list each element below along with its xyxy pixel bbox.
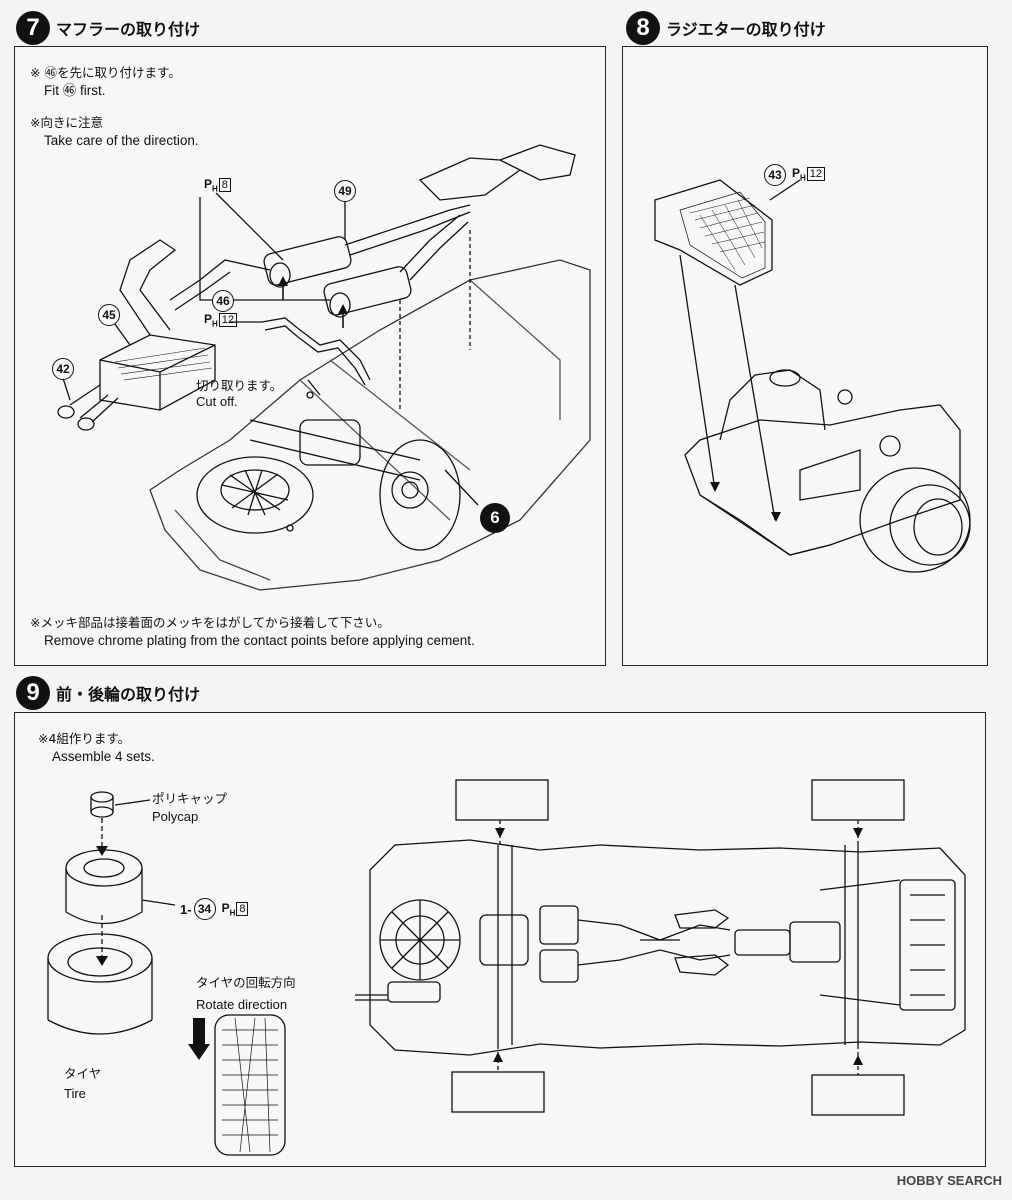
tire-en: Tire [64, 1086, 86, 1101]
step9-header: 9 前・後輪の取り付け [16, 676, 200, 710]
ph8-prefix: P [204, 177, 213, 191]
part-46-label: 46 [212, 290, 234, 312]
step9-panel [14, 712, 986, 1167]
step8-panel [622, 46, 988, 666]
step7-footer-en: Remove chrome plating from the contact p… [44, 633, 475, 648]
tread-tire [214, 1014, 286, 1156]
muffler-49b [323, 266, 412, 316]
step8-number: 8 [626, 11, 660, 45]
muffler-49a [263, 236, 352, 286]
step9-note-jp: ※4組作ります。 [38, 731, 131, 746]
step7-title: マフラーの取り付け [56, 20, 201, 39]
step7-note1-jp: ※ ㊻を先に取り付けます。 [30, 65, 181, 80]
step7-note1-en: Fit ㊻ first. [44, 83, 106, 98]
step7-footer-jp: ※メッキ部品は接着面のメッキをはがしてから接着して下さい。 [30, 615, 390, 630]
step9-note-en: Assemble 4 sets. [52, 749, 155, 764]
tire-label: タイヤ Tire [64, 1064, 101, 1104]
radiator-43 [654, 179, 773, 286]
step8-header: 8 ラジエターの取り付け [626, 11, 826, 45]
step7-number: 7 [16, 11, 50, 45]
cut-off-label: 切り取ります。 Cut off. [196, 378, 282, 410]
hobby-search-watermark: HOBBY SEARCH [896, 1173, 1002, 1188]
ph8-sub-step9: H [229, 908, 236, 918]
rotate-direction-label: タイヤの回転方向 Rotate direction [196, 972, 296, 1016]
cut-off-en: Cut off. [196, 394, 238, 409]
ph8-number-step9: 8 [236, 901, 249, 916]
step7-note2-en: Take care of the direction. [44, 133, 199, 148]
ph8-prefix-step9: P [221, 900, 230, 915]
step7-footer-note: ※メッキ部品は接着面のメッキをはがしてから接着して下さい。 Remove chr… [30, 614, 475, 650]
spare-tire [196, 456, 314, 534]
polycap-label: ポリキャップ Polycap [152, 790, 227, 826]
polycap-en: Polycap [152, 809, 199, 824]
front-left-wheel-box [811, 779, 905, 821]
part-prefix: 1- [180, 901, 192, 917]
tire-jp: タイヤ [64, 1066, 102, 1081]
part-43-label: 43 [764, 164, 786, 186]
ph12-number: 12 [218, 313, 238, 327]
step9-note: ※4組作ります。 Assemble 4 sets. [38, 730, 155, 766]
front-right-wheel-box [811, 1074, 905, 1116]
step7-note1: ※ ㊻を先に取り付けます。 Fit ㊻ first. [30, 64, 181, 100]
step7-note2-jp: ※向きに注意 [30, 115, 103, 130]
part-45-label: 45 [98, 304, 120, 326]
polycap-jp: ポリキャップ [152, 791, 228, 806]
chassis-outline [369, 839, 966, 1056]
step7-note2: ※向きに注意 Take care of the direction. [30, 114, 199, 150]
cut-off-jp: 切り取ります。 [196, 378, 283, 393]
ph8-sub: H [212, 184, 218, 194]
ph12-number-step8: 12 [806, 167, 826, 181]
ph8-number: 8 [218, 178, 231, 192]
part-6-label: 6 [480, 503, 510, 533]
rotate-jp: タイヤの回転方向 [196, 975, 296, 990]
part-34-number: 34 [193, 898, 216, 920]
part-42-label: 42 [52, 358, 74, 380]
ph12-prefix: P [204, 312, 213, 326]
ph12-prefix-step8: P [792, 166, 801, 180]
ph12-sub-step8: H [800, 173, 806, 183]
step8-title: ラジエターの取り付け [666, 20, 826, 39]
part-49-label: 49 [334, 180, 356, 202]
rear-left-wheel-box [455, 779, 549, 821]
step9-number: 9 [16, 676, 50, 710]
pipe-46 [261, 317, 371, 386]
step9-title: 前・後輪の取り付け [56, 685, 201, 704]
step7-header: 7 マフラーの取り付け [16, 11, 200, 45]
rotate-en: Rotate direction [196, 997, 288, 1012]
rear-right-wheel-box [451, 1071, 545, 1113]
ph12-sub: H [212, 319, 218, 329]
